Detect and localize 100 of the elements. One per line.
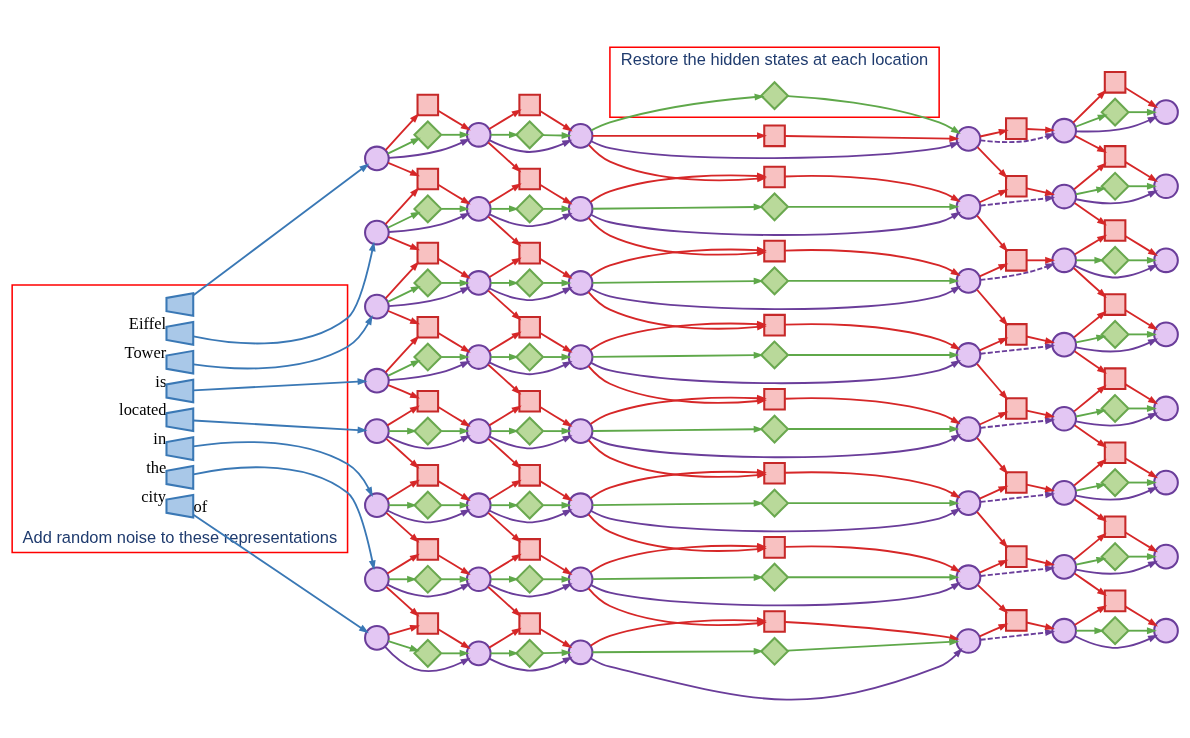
arrow: [192, 465, 376, 570]
arrow: [489, 501, 519, 509]
node-circle: [465, 565, 492, 592]
arrow: [1073, 234, 1108, 255]
arrow: [437, 627, 471, 649]
arrow: [1128, 330, 1157, 338]
arrow: [384, 645, 471, 672]
node-circle: [364, 293, 390, 319]
arrow: [590, 581, 961, 606]
arrow: [1073, 384, 1107, 412]
arrow: [1073, 161, 1107, 190]
arrow: [784, 396, 961, 424]
arrow: [1075, 560, 1158, 575]
arrow: [591, 203, 764, 210]
arrow: [487, 289, 522, 321]
arrow: [440, 501, 470, 509]
node-circle: [1051, 331, 1077, 358]
arrow: [590, 433, 961, 458]
node-circle: [364, 367, 390, 394]
node-diamond: [514, 489, 545, 520]
arrow: [386, 359, 421, 377]
arrow: [979, 416, 1056, 429]
node-box: [416, 93, 440, 116]
node-diamond: [759, 413, 790, 444]
arrow: [787, 351, 960, 358]
node-circle: [955, 489, 982, 516]
arrow: [437, 553, 471, 575]
arrow: [437, 405, 471, 427]
node-box: [763, 535, 786, 559]
arrow: [1075, 412, 1158, 426]
arrow: [589, 647, 963, 700]
node-diamond: [514, 119, 545, 150]
node-circle: [567, 195, 594, 222]
arrow: [539, 257, 573, 279]
node-box: [416, 611, 440, 635]
arrow: [1124, 234, 1158, 256]
arrow: [440, 130, 470, 138]
node-box: [416, 389, 440, 413]
arrow: [487, 141, 522, 172]
arrow: [979, 490, 1056, 503]
arrow: [784, 470, 961, 498]
node-circle: [955, 563, 982, 590]
arrow: [488, 182, 522, 204]
arrow: [539, 331, 573, 353]
arrow: [1025, 409, 1055, 418]
node-circle: [364, 565, 390, 592]
arrow: [1128, 256, 1157, 264]
node-diamond: [413, 119, 443, 150]
arrow: [787, 573, 960, 581]
arrow: [976, 583, 1009, 614]
arrow: [488, 360, 573, 375]
arrow: [1124, 86, 1158, 108]
node-circle: [364, 491, 390, 518]
arrow: [1075, 115, 1158, 132]
arrow: [440, 279, 470, 286]
arrow: [387, 161, 420, 176]
arrow: [387, 235, 420, 250]
node-circle: [955, 341, 982, 368]
node-diamond: [413, 267, 443, 298]
arrow: [1072, 89, 1107, 124]
arrow: [976, 436, 1009, 474]
node-diamond: [413, 489, 443, 520]
arrow: [387, 501, 418, 509]
arrow: [1073, 458, 1107, 486]
arrow: [979, 262, 1056, 281]
node-box: [1005, 544, 1028, 568]
arrow: [1128, 108, 1157, 116]
arrow: [192, 314, 373, 369]
arrow: [489, 427, 519, 435]
node-box: [518, 389, 541, 413]
arrow: [387, 309, 420, 324]
node-trapezoid: [165, 377, 195, 404]
node-diamond: [1100, 615, 1130, 646]
node-circle: [465, 640, 492, 666]
node-box: [1005, 116, 1028, 140]
arrow: [437, 331, 471, 353]
arrow: [384, 112, 420, 151]
arrow: [1073, 532, 1107, 560]
arrow: [542, 575, 572, 583]
arrow: [1128, 182, 1157, 190]
arrow: [386, 479, 420, 500]
arrow: [1025, 335, 1055, 344]
node-diamond: [759, 561, 790, 592]
arrow: [979, 194, 1056, 206]
node-diamond: [413, 563, 443, 594]
arrow: [387, 360, 471, 381]
arrow: [786, 94, 961, 134]
arrow: [542, 501, 572, 509]
arrow: [440, 427, 470, 435]
arrow: [1128, 404, 1157, 412]
node-diamond: [1100, 393, 1130, 423]
node-diamond: [514, 638, 545, 668]
node-box: [1005, 322, 1028, 346]
node-circle: [1051, 617, 1077, 644]
arrow: [539, 183, 573, 205]
arrow: [385, 585, 420, 617]
node-box: [1103, 292, 1127, 316]
arrow: [489, 575, 519, 583]
node-diamond: [1100, 541, 1130, 571]
arrow: [385, 437, 420, 469]
